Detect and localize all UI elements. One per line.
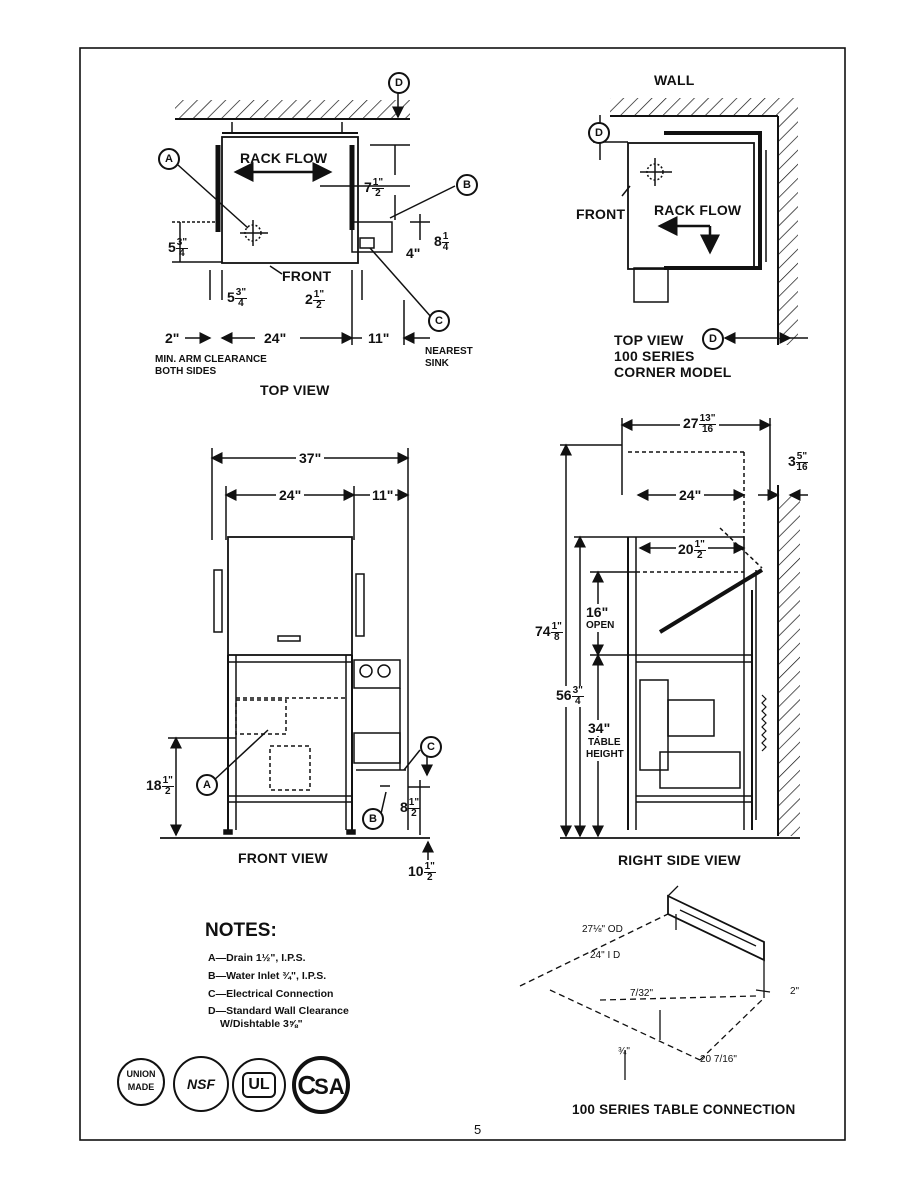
csa-logo-c: C [297, 1070, 317, 1100]
table-connection-drawing [519, 885, 771, 1080]
front-dim-37: 37" [296, 450, 325, 466]
front-view-drawing [160, 448, 434, 860]
side-dim-34: 34" [588, 720, 611, 736]
table-connection-caption: 100 SERIES TABLE CONNECTION [572, 1102, 796, 1117]
tc-3-4-label: ¾" [618, 1046, 630, 1057]
note-d-cont: W/Dishtable 3⅝" [220, 1018, 303, 1030]
callout-b-front: B [362, 808, 384, 830]
corner-view-drawing [593, 98, 808, 345]
callout-c-top: C [428, 310, 450, 332]
tc-20-label: 20 7/16" [700, 1054, 737, 1065]
top-view-drawing [172, 85, 456, 345]
dim-left-2: 2" [165, 330, 180, 346]
ul-logo: UL [232, 1058, 286, 1112]
front-dim-10-value: 10 [408, 863, 424, 880]
side-dim-20-value: 20 [678, 541, 694, 558]
side-dim-56-value: 56 [556, 687, 572, 704]
note-d: D—Standard Wall Clearance [208, 1005, 349, 1017]
nearest-sink-label: NEAREST SINK [425, 346, 473, 369]
front-dim-18-value: 18 [146, 777, 162, 794]
dim-2-value: 2 [305, 291, 313, 308]
note-c: C—Electrical Connection [208, 988, 334, 1000]
side-dim-16: 16" [586, 604, 609, 620]
corner-rack-flow-label: RACK FLOW [654, 202, 742, 218]
rack-flow-label: RACK FLOW [240, 150, 328, 166]
corner-front-label: FRONT [576, 206, 626, 222]
dim-5b-value: 5 [227, 289, 235, 306]
front-dim-8-value: 8 [400, 799, 408, 816]
notes-heading: NOTES: [205, 920, 277, 941]
csa-logo-text: SA [314, 1074, 345, 1099]
side-table-label: TABLE [588, 737, 621, 749]
callout-b-top: B [456, 174, 478, 196]
dim-width-11: 11" [368, 330, 390, 346]
dim-4: 4" [406, 245, 421, 261]
dim-5a-value: 5 [168, 239, 176, 256]
dim-width-24: 24" [264, 330, 287, 346]
dim-8-value: 8 [434, 233, 442, 250]
side-dim-24: 24" [676, 487, 705, 503]
dim-7-value: 7 [364, 179, 372, 196]
side-open-label: OPEN [586, 620, 615, 632]
callout-c-front: C [420, 736, 442, 758]
tc-id-label: 24" I D [590, 950, 621, 961]
corner-caption-series: 100 SERIES [614, 348, 695, 364]
tc-od-label: 27⅛" OD [582, 924, 623, 935]
page-number: 5 [474, 1122, 482, 1137]
clearance-note: MIN. ARM CLEARANCE BOTH SIDES [155, 354, 267, 377]
corner-caption-model: CORNER MODEL [614, 364, 732, 380]
corner-caption-top-view: TOP VIEW [614, 332, 684, 348]
side-dim-27-value: 27 [683, 415, 699, 432]
tc-7-32-label: 7/32" [630, 988, 654, 999]
side-view-caption: RIGHT SIDE VIEW [618, 852, 741, 868]
front-label: FRONT [282, 268, 332, 284]
side-dim-74-value: 74 [535, 623, 551, 640]
nsf-logo: NSF [173, 1056, 229, 1112]
side-view-drawing [560, 418, 808, 839]
callout-d-corner-left: D [588, 122, 610, 144]
front-view-caption: FRONT VIEW [238, 850, 328, 866]
union-made-logo: UNION MADE [117, 1058, 165, 1106]
callout-d-corner-bottom: D [702, 328, 724, 350]
note-a: A—Drain 1½", I.P.S. [208, 952, 306, 964]
callout-a-top: A [158, 148, 180, 170]
csa-logo: CSA [292, 1056, 350, 1114]
front-dim-11: 11" [370, 487, 396, 503]
ul-logo-text: UL [242, 1072, 276, 1098]
side-height-label: HEIGHT [586, 749, 624, 761]
callout-a-front: A [196, 774, 218, 796]
note-b: B—Water Inlet ¾", I.P.S. [208, 970, 327, 982]
tc-2-label: 2" [790, 986, 800, 997]
side-dim-3-value: 3 [788, 453, 796, 470]
front-dim-24: 24" [276, 487, 305, 503]
wall-label: WALL [654, 72, 695, 88]
top-view-caption: TOP VIEW [260, 382, 330, 398]
callout-d-top: D [388, 72, 410, 94]
page-border [79, 47, 846, 1141]
